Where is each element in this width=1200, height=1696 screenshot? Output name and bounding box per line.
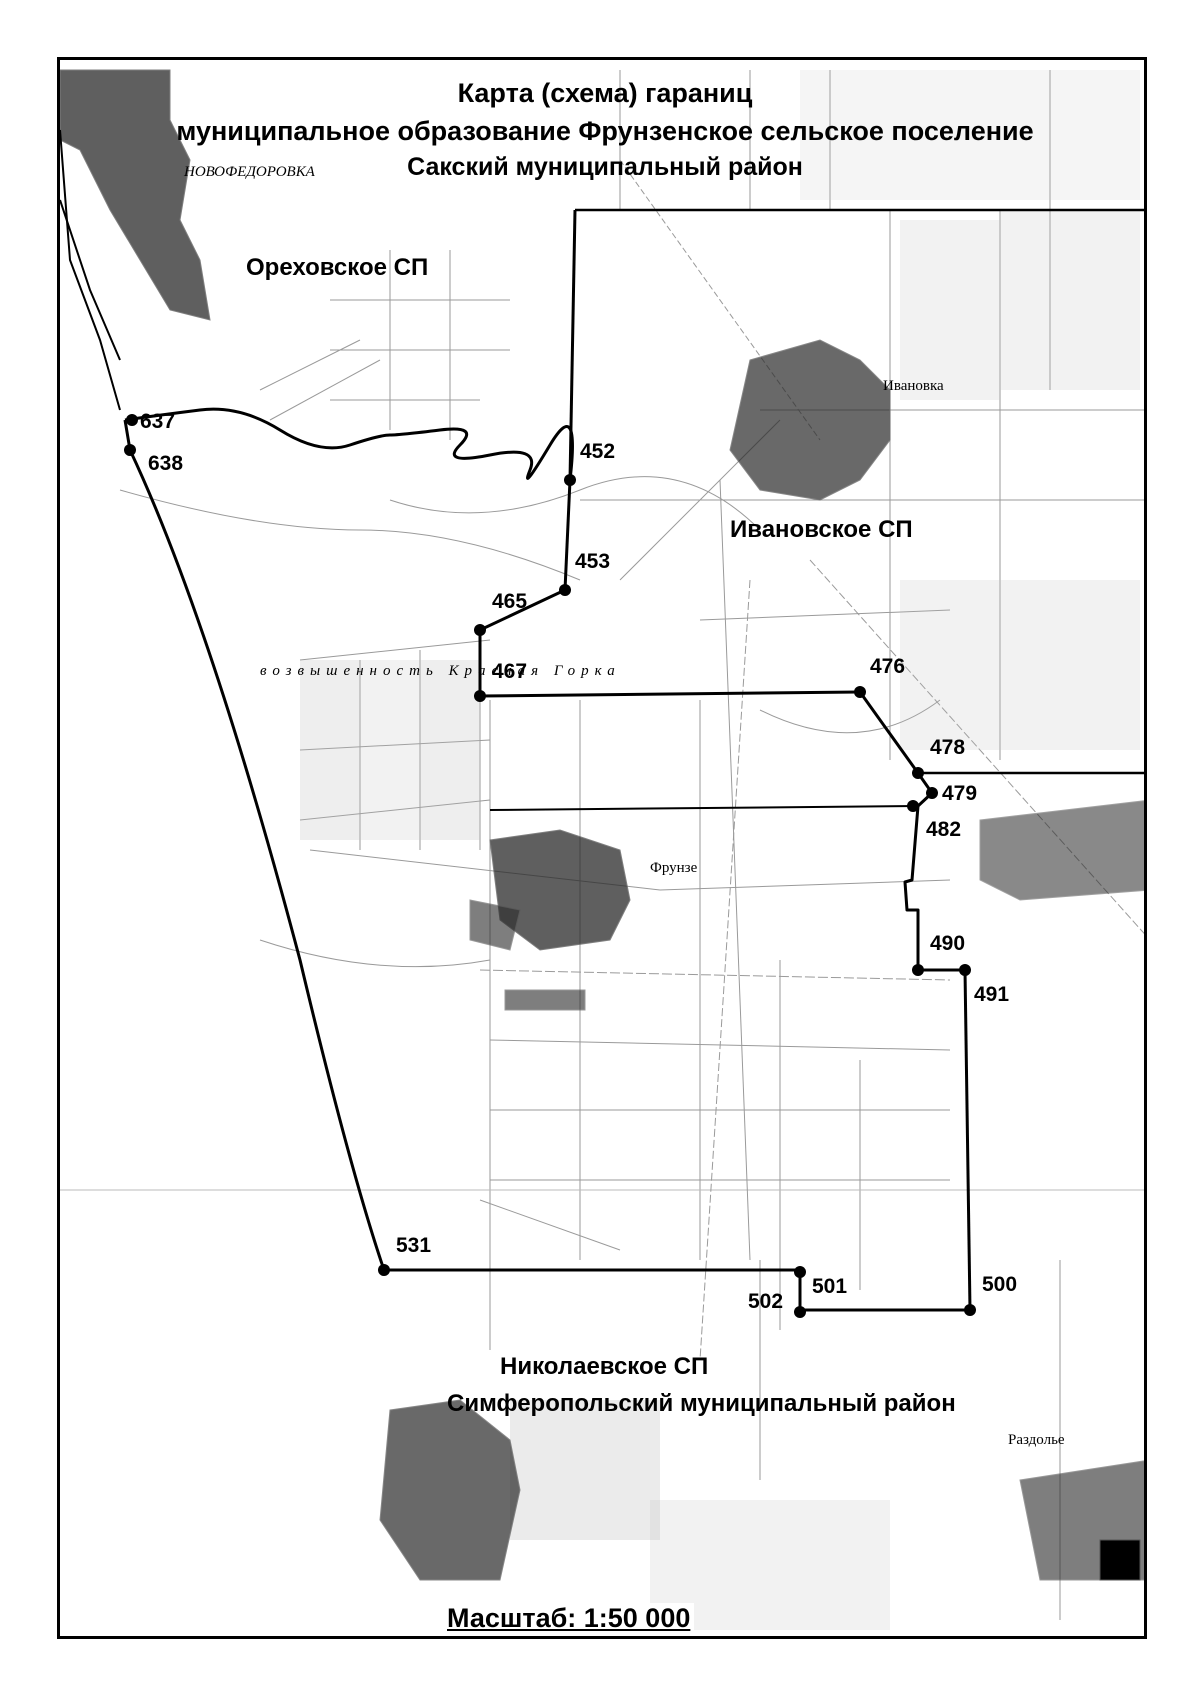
region-label-nikolaevskoe: Николаевское СП (500, 1353, 709, 1380)
point-637 (126, 414, 138, 426)
point-482 (907, 800, 919, 812)
point-502 (794, 1306, 806, 1318)
point-label-501: 501 (812, 1275, 848, 1298)
point-467 (474, 690, 486, 702)
settlement-frunze: Фрунзе (650, 860, 698, 876)
point-label-452: 452 (580, 440, 616, 463)
region-label-ivanovskoe: Ивановское СП (730, 516, 913, 543)
point-453 (559, 584, 571, 596)
point-label-490: 490 (930, 932, 966, 955)
boundary-points (124, 414, 976, 1318)
point-label-476: 476 (870, 655, 906, 678)
ridge-label: возвышенность Красная Горка (260, 663, 621, 679)
point-label-491: 491 (974, 983, 1010, 1006)
point-label-531: 531 (396, 1234, 432, 1257)
point-490 (912, 964, 924, 976)
point-label-465: 465 (492, 590, 528, 613)
point-479 (926, 787, 938, 799)
point-label-467: 467 (492, 660, 528, 683)
map-title-line-3: Сакский муниципальный район (407, 153, 803, 181)
point-465 (474, 624, 486, 636)
region-label-simferopolsky: Симферопольский муниципальный район (447, 1390, 956, 1417)
settlement-ivanovka: Ивановка (883, 378, 944, 394)
point-label-637: 637 (140, 410, 176, 433)
point-label-638: 638 (148, 452, 184, 475)
point-500 (964, 1304, 976, 1316)
map-title-line-2: муниципальное образование Фрунзенское се… (176, 116, 1034, 146)
map-title-line-1: Карта (схема) гараниц (457, 78, 753, 108)
settlement-razdolye: Раздолье (1008, 1432, 1065, 1448)
map-frame: Карта (схема) гараниц муниципальное обра… (57, 57, 1147, 1639)
point-label-482: 482 (926, 818, 962, 841)
point-491 (959, 964, 971, 976)
point-638 (124, 444, 136, 456)
settlement-novofedorovka: НОВОФЕДОРОВКА (184, 164, 315, 180)
point-531 (378, 1264, 390, 1276)
point-452 (564, 474, 576, 486)
point-478 (912, 767, 924, 779)
settlement-boundary (123, 208, 1144, 1312)
map-scale: Масштаб: 1:50 000 (443, 1603, 695, 1634)
point-501 (794, 1266, 806, 1278)
region-label-orekhovskoe: Ореховское СП (246, 254, 429, 281)
point-label-479: 479 (942, 782, 978, 805)
point-label-500: 500 (982, 1273, 1018, 1296)
point-476 (854, 686, 866, 698)
coastline (60, 129, 121, 411)
settlement-blocks (60, 69, 1144, 1581)
point-label-478: 478 (930, 736, 966, 759)
point-label-502: 502 (748, 1290, 784, 1313)
point-label-453: 453 (575, 550, 611, 573)
